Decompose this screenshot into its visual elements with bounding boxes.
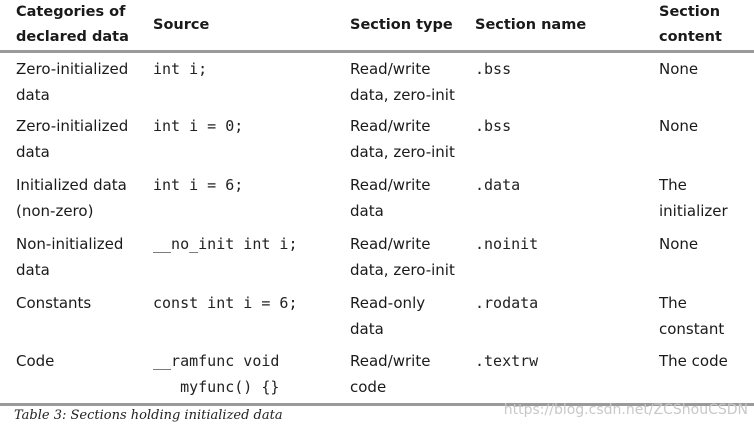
source-line: int i = 6; [153, 176, 244, 195]
cell-section-name: .bss [475, 117, 512, 136]
cell-source: int i = 6; [137, 169, 334, 228]
cell-section-type: Read/write code [350, 352, 431, 397]
cell-section-type: Read/write data, zero-init [350, 117, 455, 162]
table-bottom-rule [0, 403, 754, 406]
cell-category: Non-initialized data [16, 234, 124, 279]
cell-section-name: .data [475, 176, 521, 195]
cell-category: Initialized data (non-zero) [16, 176, 127, 221]
cell-section-name: .rodata [475, 293, 539, 312]
table-body: Zero-initialized data int i; Read/write da… [0, 52, 754, 405]
sections-table-container: Categories of declared data Source Secti… [0, 0, 754, 405]
table-row: Initialized data (non-zero) int i = 6; Rea… [0, 169, 754, 228]
header-row: Categories of declared data Source Secti… [0, 0, 754, 52]
header-categories: Categories of declared data [16, 4, 129, 45]
cell-section-type: Read-only data [350, 293, 426, 338]
source-line: int i = 0; [153, 117, 244, 136]
source-line: const int i = 6; [153, 293, 298, 312]
cell-category: Zero-initialized data [16, 117, 129, 162]
cell-category: Code [16, 352, 55, 371]
cell-section-type: Read/write data, zero-init [350, 234, 455, 279]
cell-category: Constants [16, 293, 92, 312]
cell-section-content: The initializer [659, 176, 728, 221]
cell-section-name: .bss [475, 60, 512, 78]
cell-section-content: None [659, 117, 699, 136]
cell-source: int i; [137, 52, 334, 111]
table-row: Zero-initialized data int i = 0; Read/writ… [0, 110, 754, 169]
header-source: Source [153, 16, 210, 33]
table-row: Non-initialized data __no_init int i; Read… [0, 228, 754, 287]
source-line: int i; [153, 60, 208, 78]
table-row: Constants const int i = 6; Read-only data.… [0, 287, 754, 346]
cell-section-content: The constant [659, 293, 725, 338]
cell-section-type: Read/write data [350, 176, 431, 221]
cell-section-type: Read/write data, zero-init [350, 60, 455, 104]
cell-source: __ramfunc void myfunc() {} [137, 345, 334, 404]
table-caption: Table 3: Sections holding initialized da… [14, 408, 283, 423]
cell-category: Zero-initialized data [16, 60, 129, 104]
source-line: __ramfunc void [153, 352, 280, 371]
cell-source: __no_init int i; [137, 228, 334, 287]
source-line: myfunc() {} [153, 378, 280, 397]
cell-source: const int i = 6; [137, 287, 334, 346]
cell-section-content: None [659, 60, 699, 78]
table-row: Code __ramfunc void myfunc() {} Read/write… [0, 345, 754, 404]
header-section-name: Section name [475, 16, 587, 33]
sections-table: Categories of declared data Source Secti… [0, 0, 754, 405]
header-section-content: Section content [659, 4, 722, 45]
cell-section-name: .noinit [475, 234, 539, 253]
cell-section-content: The code [659, 352, 728, 371]
cell-section-name: .textrw [475, 352, 539, 371]
source-line: __no_init int i; [153, 234, 298, 253]
table-row: Zero-initialized data int i; Read/write da… [0, 52, 754, 111]
table-header: Categories of declared data Source Secti… [0, 0, 754, 52]
watermark: https://blog.csdn.net/ZCShouCSDN [503, 402, 748, 418]
header-section-type: Section type [350, 16, 453, 33]
cell-section-content: None [659, 234, 699, 253]
cell-source: int i = 0; [137, 110, 334, 169]
